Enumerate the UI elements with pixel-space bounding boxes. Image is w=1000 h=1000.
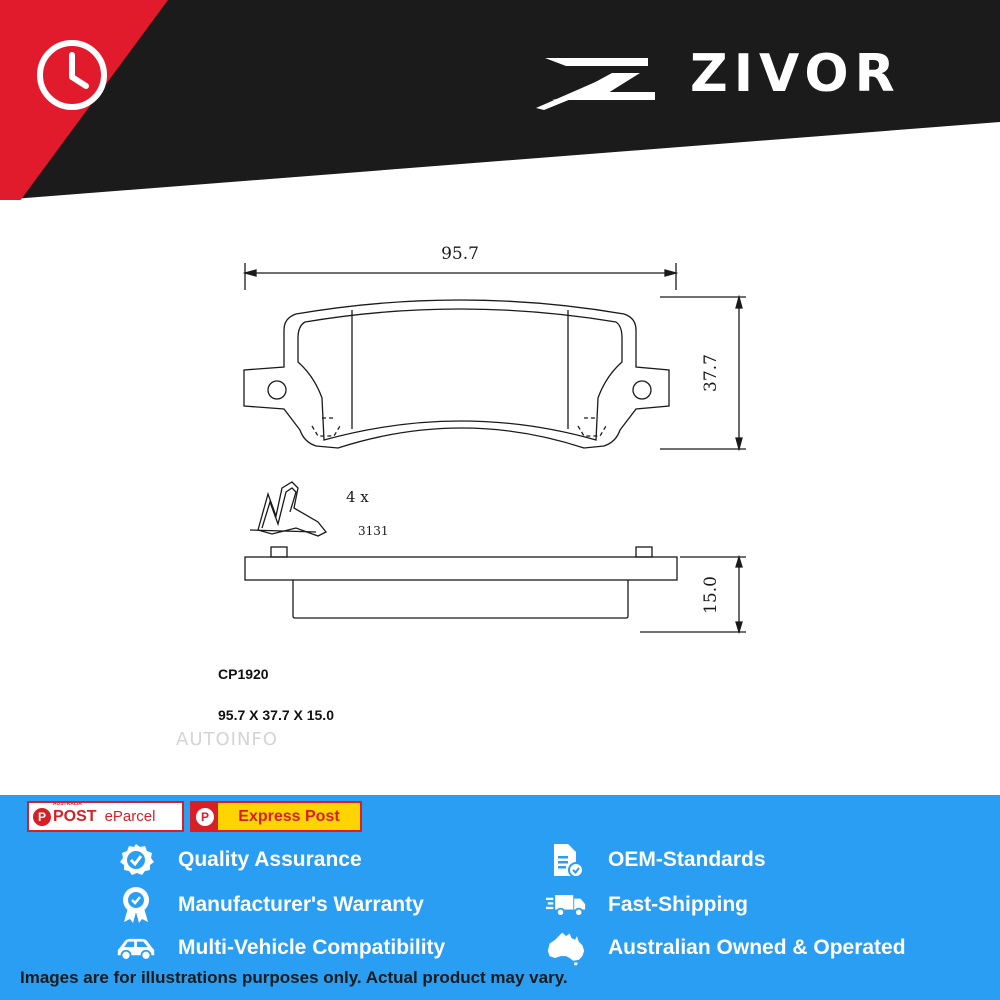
feature-manufacturers-warranty: Manufacturer's Warranty <box>116 885 424 925</box>
express-post-label: Express Post <box>218 803 360 830</box>
feature-quality-assurance: Quality Assurance <box>116 840 362 880</box>
disclaimer-text: Images are for illustrations purposes on… <box>20 968 568 987</box>
zivor-logo-mark <box>536 58 655 110</box>
auspost-wordmark: AUSTRALIA POST <box>53 800 97 825</box>
auspost-p-logo-icon: P <box>33 807 51 826</box>
header-background <box>0 0 1000 200</box>
feature-multi-vehicle-compatibility: Multi-Vehicle Compatibility <box>116 928 445 968</box>
eparcel-label: eParcel <box>104 808 156 825</box>
brake-pad-drawing: 95.7 37.7 15.0 4 x 3131 <box>242 244 746 635</box>
badge-check-icon <box>116 840 156 880</box>
thickness-dimension-label: 15.0 <box>701 576 721 614</box>
width-dimension-label: 95.7 <box>441 244 479 264</box>
express-post-badge: P Express Post <box>190 801 362 832</box>
clip-code-label: 3131 <box>358 524 389 538</box>
australia-post-eparcel-badge: P AUSTRALIA POST eParcel <box>27 801 184 832</box>
car-icon <box>116 928 156 968</box>
delivery-truck-icon <box>546 885 586 925</box>
clip-quantity-label: 4 x <box>346 488 369 506</box>
feature-oem-standards: OEM-Standards <box>546 840 766 880</box>
height-dimension-label: 37.7 <box>701 354 721 392</box>
part-dimensions: 95.7 X 37.7 X 15.0 <box>218 707 334 723</box>
brand-name: ZIVOR <box>690 44 901 104</box>
document-check-icon <box>546 840 586 880</box>
autoinfo-watermark: AUTOINFO <box>176 729 278 750</box>
header-banner: ZIVOR <box>0 0 1000 200</box>
australia-map-icon <box>546 928 586 968</box>
feature-fast-shipping: Fast-Shipping <box>546 885 748 925</box>
award-ribbon-icon <box>116 885 156 925</box>
auspost-p-logo-icon: P <box>196 807 214 826</box>
feature-australian-owned: Australian Owned & Operated <box>546 928 906 968</box>
clock-icon <box>37 40 107 110</box>
part-code: CP1920 <box>218 666 269 682</box>
